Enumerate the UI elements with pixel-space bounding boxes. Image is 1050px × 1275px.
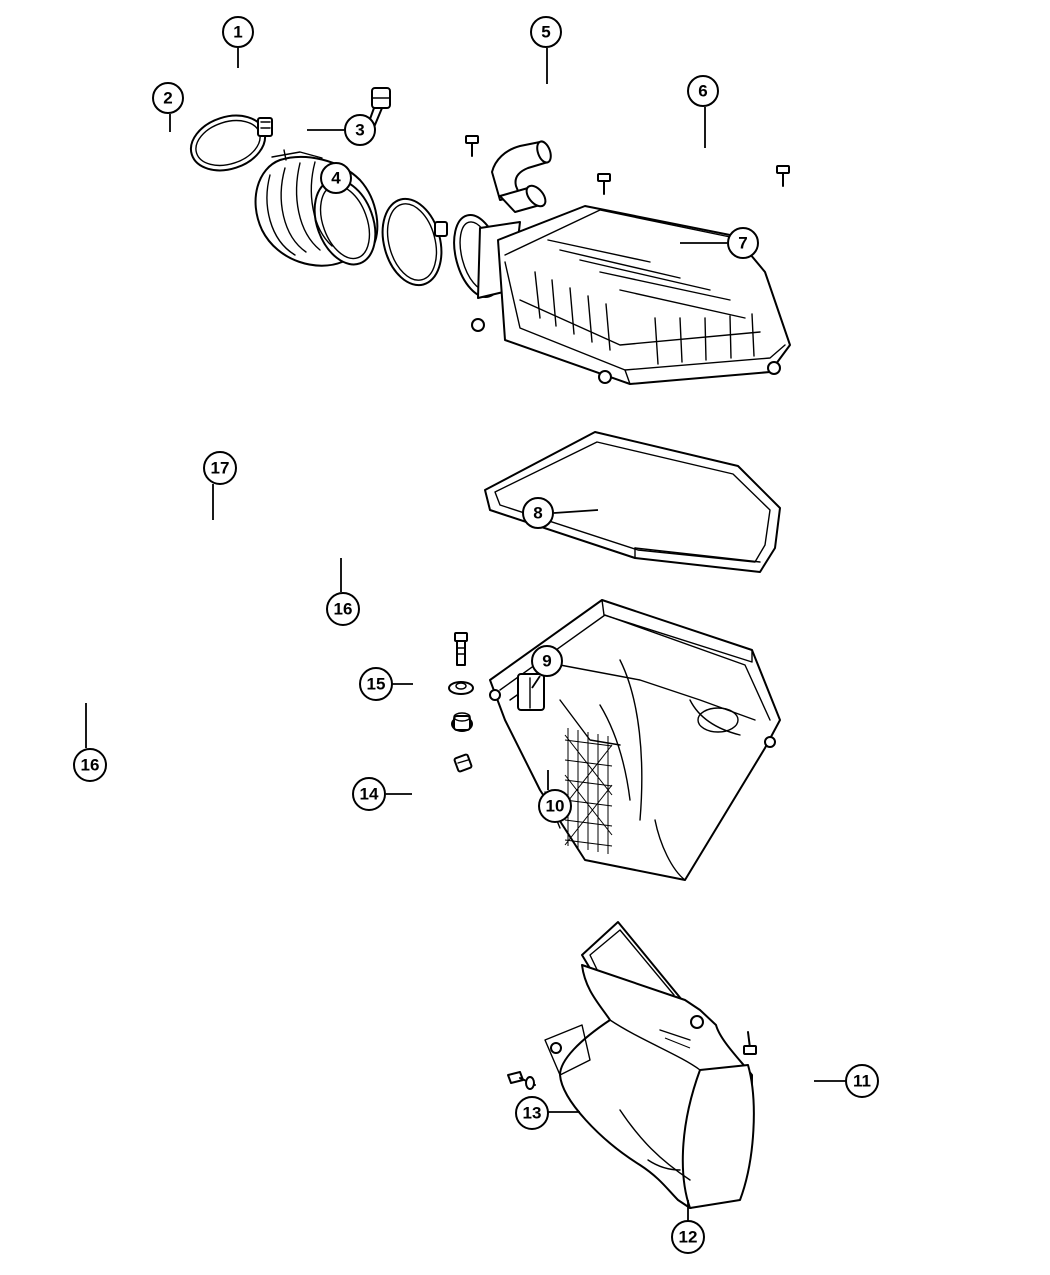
- callout-8-label: 8: [533, 504, 542, 523]
- callout-14-label: 14: [360, 785, 379, 804]
- callout-11-label: 11: [853, 1072, 871, 1091]
- callout-16-left: 16: [73, 703, 107, 782]
- callout-16-left-label: 16: [81, 756, 100, 775]
- duct-screw-right: [743, 1031, 757, 1055]
- callout-1: 1: [222, 16, 254, 68]
- callout-1-label: 1: [233, 23, 242, 42]
- housing-grille: [564, 728, 613, 854]
- cover-screw-3: [776, 165, 790, 187]
- air-duct-resonator: [254, 149, 379, 267]
- callout-5: 5: [530, 16, 562, 84]
- callout-15-label: 15: [367, 675, 386, 694]
- push-nut: [453, 753, 473, 773]
- callout-2-label: 2: [163, 89, 172, 108]
- callout-12-label: 12: [679, 1228, 698, 1247]
- callout-10: 10: [538, 770, 572, 823]
- callout-7: 7: [680, 227, 759, 259]
- callout-12: 12: [671, 1200, 705, 1254]
- callout-6: 6: [687, 75, 719, 148]
- callout-9: 9: [531, 645, 563, 689]
- callout-14: 14: [352, 777, 412, 811]
- callout-4: 4: [320, 162, 352, 194]
- air-cleaner-cover: [453, 205, 791, 385]
- callout-11: 11: [814, 1064, 879, 1098]
- cover-screw-2: [597, 173, 611, 195]
- callout-6-label: 6: [698, 82, 707, 101]
- duct-push-pin: [507, 1071, 536, 1090]
- callout-7-label: 7: [738, 234, 747, 253]
- callout-17: 17: [203, 451, 237, 520]
- callout-16-center-label: 16: [334, 600, 353, 619]
- callout-8: 8: [522, 497, 599, 529]
- callout-5-label: 5: [541, 23, 550, 42]
- callout-3-label: 3: [355, 121, 364, 140]
- callout-2: 2: [152, 82, 184, 132]
- washer: [448, 681, 474, 695]
- grommet: [451, 712, 473, 732]
- callout-13: 13: [515, 1096, 580, 1130]
- callout-16-center: 16: [326, 558, 360, 626]
- callout-4-label: 4: [331, 169, 341, 188]
- callout-15: 15: [359, 667, 413, 701]
- breather-hose: [491, 140, 552, 213]
- air-cleaner-housing: [489, 599, 781, 881]
- callout-3: 3: [307, 114, 376, 146]
- callout-9-label: 9: [542, 652, 551, 671]
- air-inlet-duct: [544, 921, 755, 1209]
- hose-clamp-middle: [381, 197, 448, 287]
- cover-screw-1: [465, 135, 479, 157]
- callout-13-label: 13: [523, 1104, 542, 1123]
- hose-clamp-left: [189, 114, 273, 172]
- callout-17-label: 17: [211, 459, 230, 478]
- callout-10-label: 10: [546, 797, 565, 816]
- housing-bolt: [454, 632, 468, 666]
